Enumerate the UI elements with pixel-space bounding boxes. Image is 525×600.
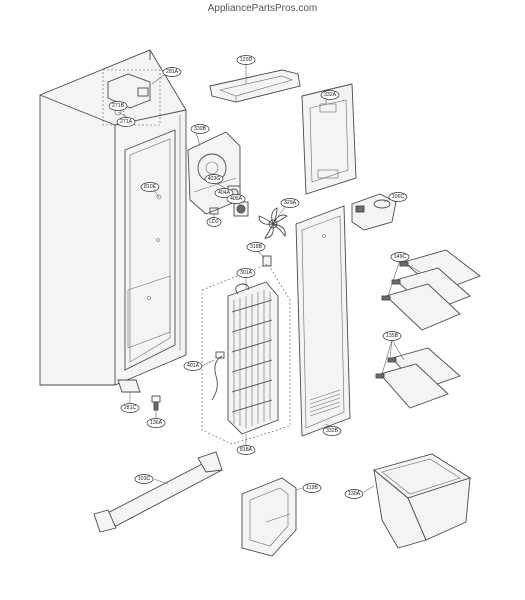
part-149C-shelves	[381, 249, 481, 331]
label-103C-text: 103C	[138, 476, 151, 482]
label-106C: 106C	[388, 192, 408, 202]
label-404A-text: 404A	[218, 190, 231, 196]
label-271A-text: 271A	[120, 119, 133, 125]
label-281C-text: 281C	[124, 405, 137, 411]
label-818A-text: 818A	[240, 447, 253, 453]
label-130A-text: 130A	[348, 491, 361, 497]
label-401A-text: 401A	[187, 363, 200, 369]
label-106C-text: 106C	[392, 194, 405, 200]
label-330B: 330B	[190, 124, 210, 134]
label-401A: 401A	[183, 361, 203, 371]
label-332B: 332B	[322, 426, 342, 436]
label-271B-text: 271B	[112, 103, 125, 109]
part-136A-leg	[151, 395, 161, 418]
label-404A: 404A	[214, 188, 234, 198]
label-318B-text: 318B	[250, 244, 263, 250]
part-130A-bin	[373, 453, 472, 549]
part-318B-bracket	[262, 255, 272, 267]
part-103C-cover	[93, 451, 223, 533]
label-LD2: LD2	[206, 217, 222, 227]
part-301A-evaporator	[201, 263, 291, 445]
label-271A: 271A	[116, 117, 136, 127]
cabinet-body	[39, 49, 187, 386]
part-332B-cover	[295, 205, 351, 437]
part-119B-duct	[241, 477, 297, 557]
part-120D-duct	[209, 69, 301, 103]
label-119B: 119B	[302, 483, 322, 493]
label-332A-text: 332A	[324, 92, 337, 98]
label-332B-text: 332B	[326, 428, 339, 434]
label-329A: 329A	[280, 198, 300, 208]
part-135B-shelves	[375, 347, 461, 409]
label-281C: 281C	[120, 403, 140, 413]
label-318B: 318B	[246, 242, 266, 252]
label-301A: 301A	[236, 268, 256, 278]
part-281C-hinge	[117, 379, 141, 402]
part-106C-tray	[351, 193, 397, 231]
label-281A: 281A	[162, 67, 182, 77]
label-810E: 810E	[140, 182, 160, 192]
label-136A-text: 136A	[150, 420, 163, 426]
label-119B-text: 119B	[306, 485, 318, 491]
label-103C: 103C	[134, 474, 154, 484]
label-136A: 136A	[146, 418, 166, 428]
label-301A-text: 301A	[240, 270, 253, 276]
label-LD2-text: LD2	[209, 219, 219, 225]
label-810E-text: 810E	[144, 184, 157, 190]
label-330B-text: 330B	[194, 126, 207, 132]
watermark-text: AppliancePartsPros.com	[207, 3, 318, 14]
part-401A-heater	[211, 351, 225, 401]
label-120D: 120D	[236, 55, 256, 65]
label-149C-text: 149C	[394, 254, 407, 260]
label-135B: 135B	[382, 331, 402, 341]
label-403G: 403G	[204, 174, 224, 184]
label-405A-text: 405A	[230, 196, 243, 202]
label-130A: 130A	[344, 489, 364, 499]
label-120D-text: 120D	[240, 57, 253, 63]
part-332A-panel	[301, 83, 357, 195]
label-403G-text: 403G	[208, 176, 221, 182]
part-329A-fan-blade	[258, 207, 288, 239]
label-271B: 271B	[108, 101, 128, 111]
label-329A-text: 329A	[284, 200, 297, 206]
label-332A: 332A	[320, 90, 340, 100]
part-404A-fan-motor	[233, 201, 249, 217]
label-818A: 818A	[236, 445, 256, 455]
label-149C: 149C	[390, 252, 410, 262]
label-135B-text: 135B	[386, 333, 399, 339]
label-405A: 405A	[226, 194, 246, 204]
label-281A-text: 281A	[166, 69, 179, 75]
